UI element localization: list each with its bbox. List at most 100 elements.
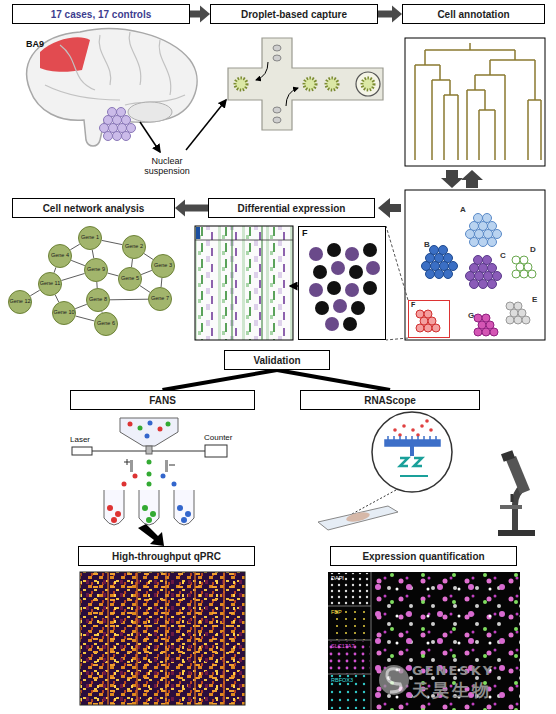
cell-circles (327, 281, 341, 295)
fluorescence-image (328, 572, 520, 710)
gene-name: Gene 12 (9, 299, 30, 305)
connector-line (75, 304, 87, 308)
connector (190, 6, 210, 23)
droplet-device (256, 62, 268, 80)
rnascope-illustration (506, 456, 530, 494)
connector (161, 278, 163, 287)
cluster-detail-box: F (298, 226, 386, 340)
droplet-device (273, 55, 281, 61)
connector-line (108, 273, 119, 276)
cell-circles (313, 265, 327, 279)
fans-sorter (152, 451, 205, 452)
fans-sorter (147, 460, 152, 465)
fluorescence-image (372, 572, 520, 710)
gene-node: Gene 12 (8, 290, 32, 314)
qpcr-heatmap (80, 572, 245, 705)
rnascope-illustration (345, 511, 370, 524)
fluorescence-image (329, 675, 370, 709)
connector-line (161, 278, 163, 287)
flow-arrow (290, 285, 298, 287)
gene-node: Gene 5 (118, 267, 142, 291)
connector (76, 316, 95, 321)
fans-sorter (115, 511, 121, 517)
connector-line (30, 290, 39, 296)
block-arrow (378, 198, 401, 218)
droplet-device (228, 38, 383, 130)
fluorescence-image (329, 641, 370, 674)
gene-node: Gene 6 (94, 312, 118, 336)
gene-name: Gene 8 (89, 297, 107, 303)
connector (108, 273, 119, 276)
expression-heatmap (195, 240, 293, 241)
cluster-letter: B (424, 241, 430, 250)
connector-line (141, 270, 152, 274)
gene-node: Gene 7 (148, 287, 172, 311)
cell-circles (363, 243, 377, 257)
arrow-head (175, 200, 185, 217)
droplet-device (356, 72, 380, 96)
expression-heatmap (195, 226, 293, 340)
rnascope-illustration (400, 475, 428, 477)
cell-circles (333, 299, 347, 313)
device-label: Laser (70, 436, 90, 445)
connector-line (76, 316, 95, 321)
process-box: 17 cases, 17 controls (12, 4, 190, 24)
block-arrow (378, 198, 401, 218)
rnascope-illustration (410, 446, 414, 456)
gene-name: Gene 7 (151, 296, 169, 302)
fans-sorter (133, 474, 138, 479)
connector (378, 6, 402, 23)
process-box: Differential expression (208, 198, 375, 218)
fans-sorter (147, 472, 152, 477)
brain-illustration (128, 102, 172, 122)
process-box: RNAScope (300, 390, 480, 410)
cluster-highlight-box: F (408, 300, 450, 338)
cell-circles (343, 317, 357, 331)
rnascope-illustration (420, 424, 424, 428)
fluorescence-image (328, 572, 520, 710)
fans-sorter (111, 517, 117, 523)
connector-line (70, 244, 79, 250)
cell-circles (351, 301, 365, 315)
gene-name: Gene 2 (125, 244, 143, 250)
connector (163, 370, 278, 390)
fans-sorter (172, 482, 177, 487)
box-title: Validation (253, 355, 300, 366)
gene-node: Gene 10 (52, 301, 76, 325)
connector (141, 270, 152, 274)
fans-sorter (146, 446, 152, 454)
connector-line (140, 286, 150, 293)
cluster-panel (512, 256, 536, 278)
watermark-logo (379, 665, 409, 695)
fans-sorter (146, 517, 152, 523)
fans-sorter (139, 490, 159, 525)
rnascope-illustration (385, 436, 440, 446)
device-label: Counter (204, 434, 232, 443)
cluster-panel (416, 310, 440, 332)
fans-sorter (161, 474, 166, 479)
fans-sorter (138, 426, 143, 431)
cluster-letter: F (302, 228, 382, 238)
rnascope-illustration (400, 458, 422, 466)
fluorescence-image (328, 572, 371, 710)
brain-illustration (45, 32, 185, 105)
process-box: Validation (224, 350, 330, 370)
rnascope-illustration (393, 428, 397, 432)
cluster-letter: E (532, 296, 537, 305)
channel-label: FBP (331, 609, 342, 615)
connector (110, 299, 148, 301)
connector-line (110, 299, 148, 301)
gene-node: Gene 1 (78, 226, 102, 250)
cluster-letter: C (500, 252, 506, 261)
connector (30, 290, 39, 296)
cluster-letter: G (468, 312, 474, 321)
connector-line (190, 11, 200, 18)
connector (92, 250, 94, 258)
droplet-device (286, 88, 298, 106)
dendrogram (405, 38, 545, 166)
rnascope-illustration (402, 424, 406, 428)
rnascope-illustration (318, 412, 535, 536)
dendrogram (415, 43, 541, 160)
process-box: FANS (70, 390, 255, 410)
expression-heatmap (196, 227, 200, 239)
